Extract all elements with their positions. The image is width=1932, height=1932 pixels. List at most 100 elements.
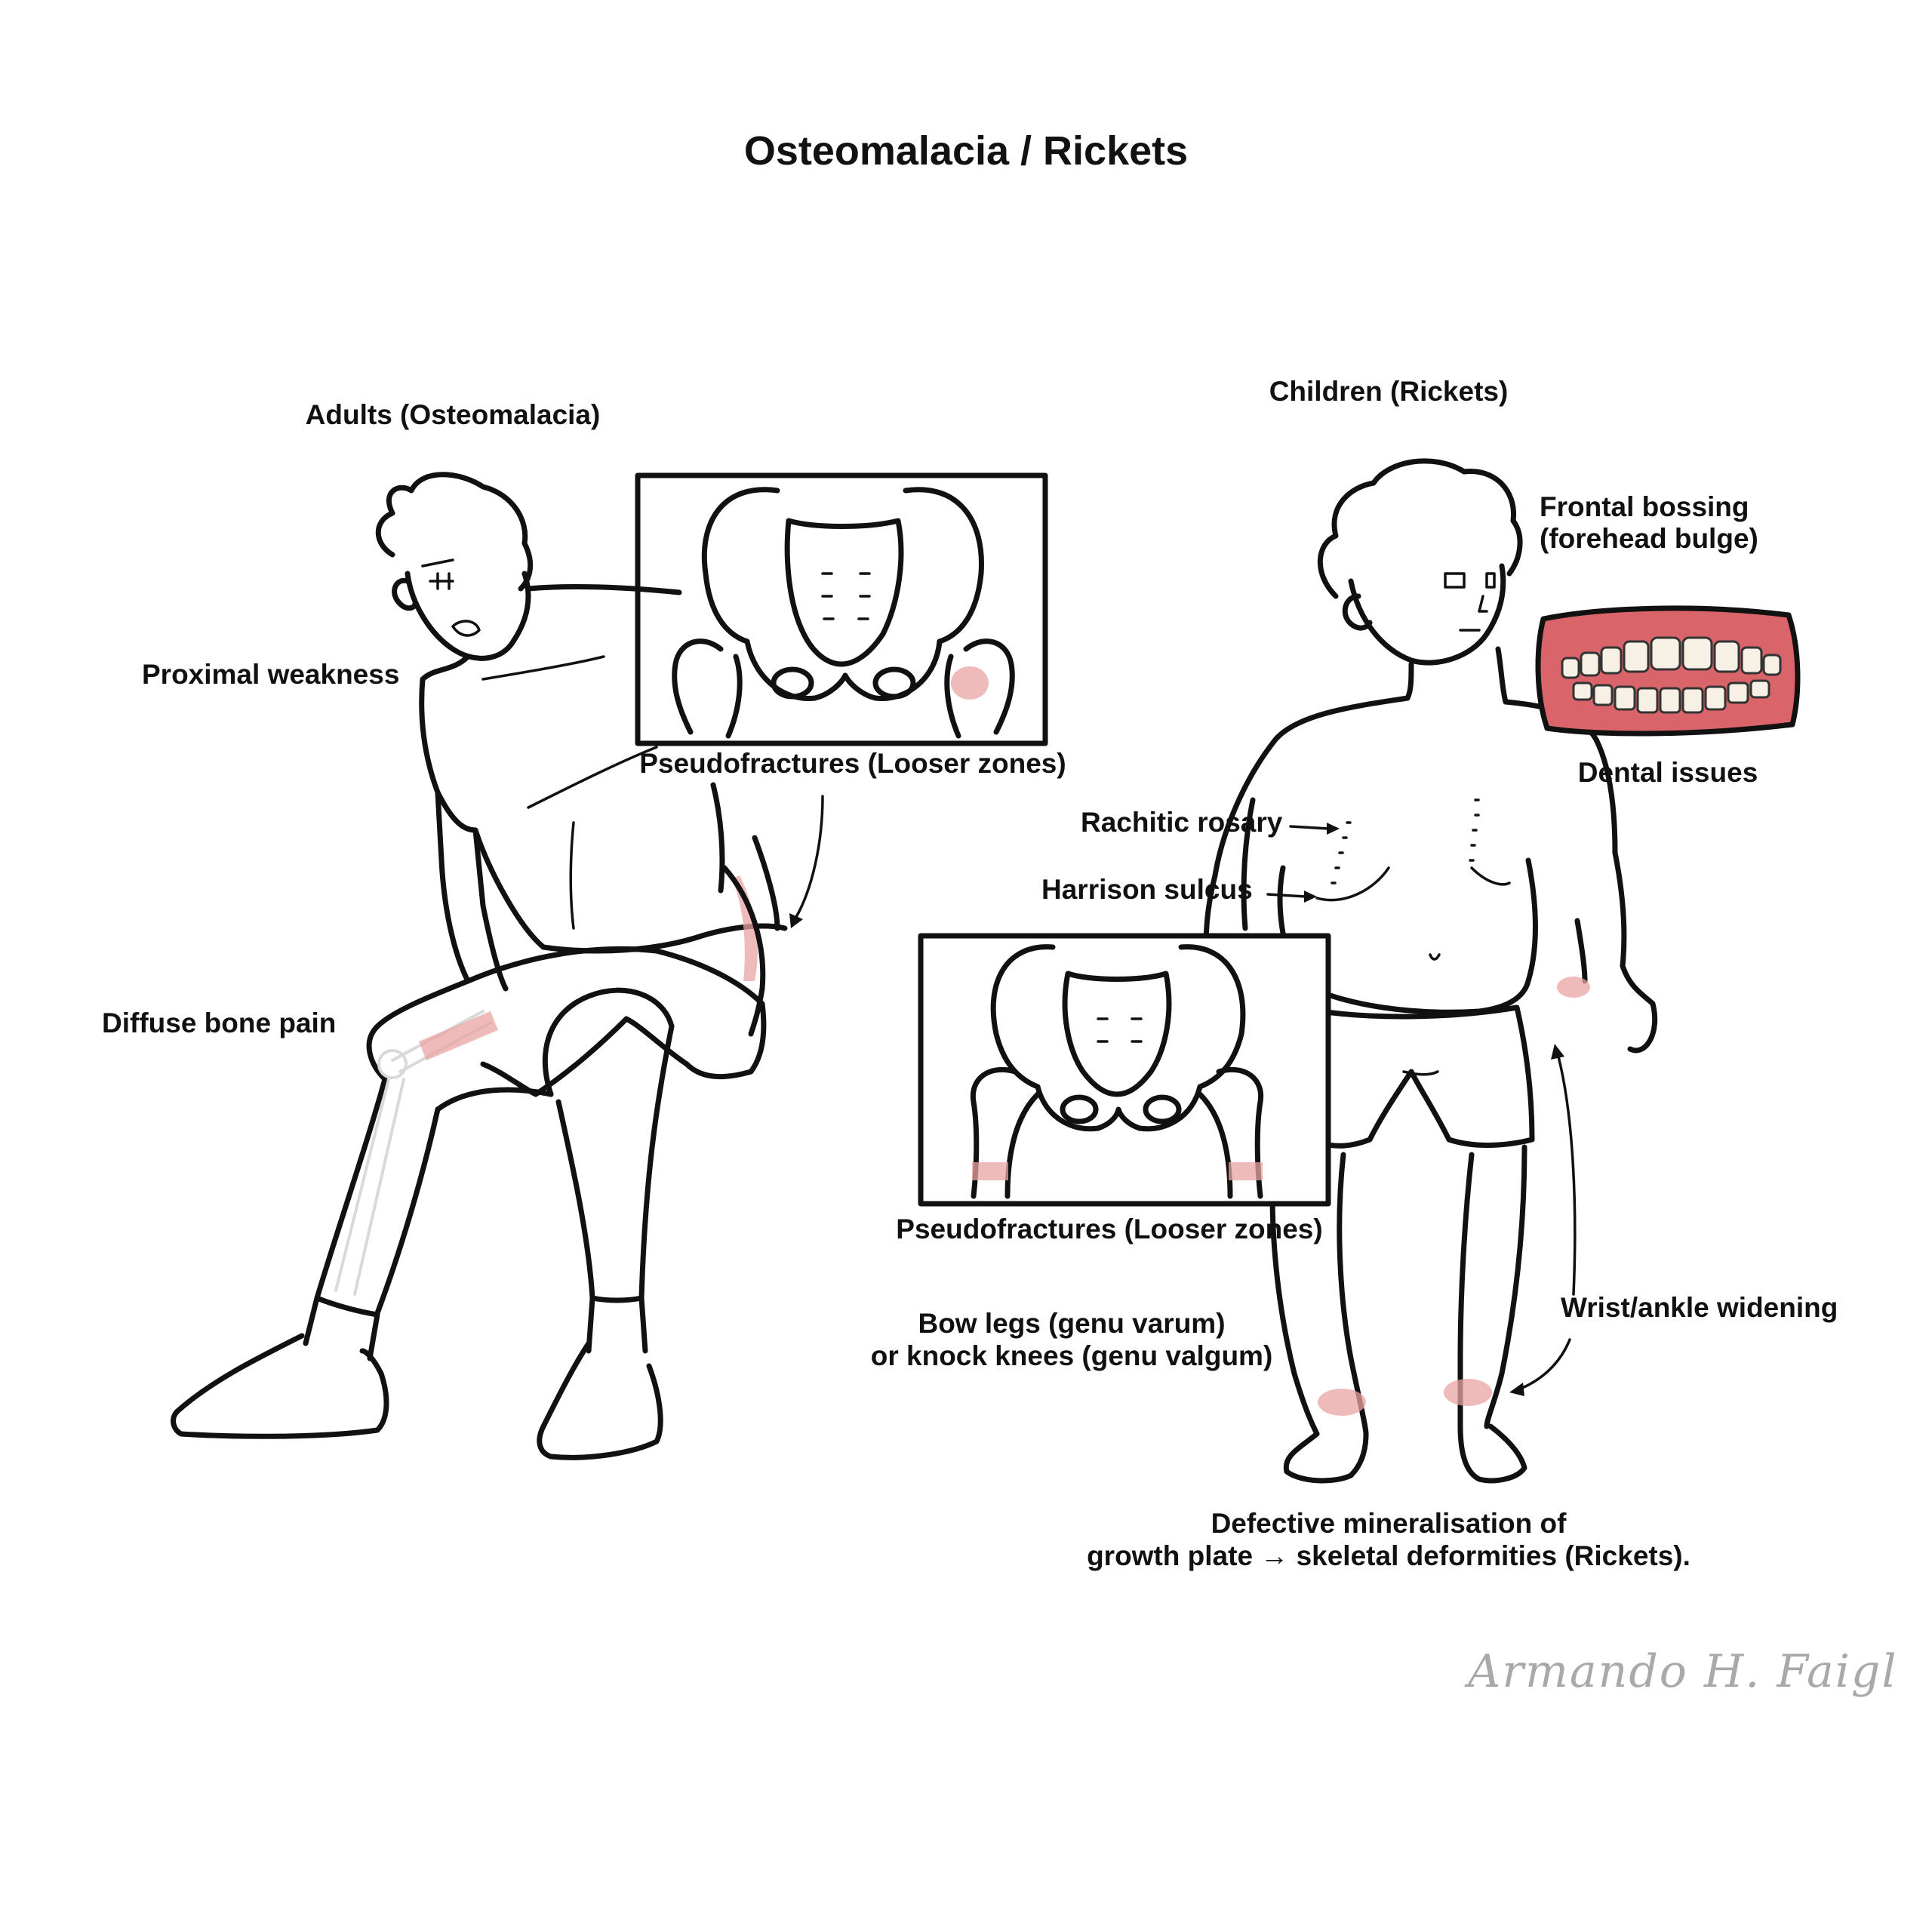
child-wrist-widening-mark — [1557, 977, 1590, 998]
diffuse-bone-pain-label: Diffuse bone pain — [102, 1008, 337, 1038]
child-leg-right — [1457, 1144, 1527, 1429]
frontal-bossing-label-line2: (forehead bulge) — [1540, 523, 1758, 554]
child-shorts-crotch — [1402, 1070, 1439, 1076]
lower-tooth — [1681, 687, 1704, 714]
upper-tooth — [1623, 640, 1650, 673]
lower-tooth — [1704, 685, 1727, 711]
child-ankle-right-mark — [1444, 1379, 1492, 1406]
adult-shoe-right — [537, 1340, 663, 1460]
adult-shirt-fold-2 — [527, 746, 658, 809]
adult-sacrum — [784, 518, 904, 667]
child-foot-right — [1457, 1423, 1527, 1484]
adult-shirt-fold-1 — [481, 655, 605, 681]
adult-thigh-left — [366, 978, 471, 1082]
adult-femur-head-left — [672, 638, 743, 739]
adult-pseudofractures-label: Pseudofractures (Looser zones) — [639, 748, 1066, 779]
defective-mineralisation-line2: growth plate → skeletal deformities (Ric… — [1087, 1540, 1690, 1571]
adult-tibia-bone — [334, 1078, 405, 1296]
bow-legs-label-line2: or knock knees (genu valgum) — [870, 1340, 1273, 1371]
child-sacrum — [1062, 971, 1172, 1097]
upper-tooth — [1600, 646, 1623, 675]
adult-pelvis-ilium-right — [903, 487, 984, 645]
child-navel — [1429, 953, 1441, 961]
child-sacral-foramina — [1097, 1017, 1143, 1043]
frontal-bossing-label-line1: Frontal bossing — [1540, 491, 1749, 522]
upper-tooth — [1740, 646, 1763, 675]
harrison-sulcus-label: Harrison sulcus — [1041, 874, 1253, 905]
adult-pelvis-pseudofracture-mark — [951, 666, 989, 700]
adult-shin-right — [555, 1023, 675, 1301]
child-harrison-groove-right — [1470, 866, 1511, 886]
adult-seat — [435, 1087, 554, 1112]
rachitic-rosary-arrow — [1289, 825, 1330, 830]
upper-teeth-row — [1561, 636, 1782, 679]
adult-face — [405, 571, 531, 661]
adult-pseudofracture-arrow — [795, 795, 824, 918]
upper-tooth — [1580, 651, 1601, 677]
harrison-sulcus-arrow — [1266, 893, 1307, 898]
upper-tooth — [1561, 657, 1580, 679]
adult-pelvis-frame — [635, 472, 1048, 746]
child-rosary-right — [1469, 798, 1480, 862]
wrist-widening-arrow — [1557, 1055, 1577, 1296]
adult-pelvis-ilium-left — [701, 487, 780, 645]
child-pelvis-inset — [918, 933, 1331, 1207]
child-hair — [1317, 458, 1523, 599]
ankle-widening-arrow — [1519, 1338, 1571, 1390]
wrist-widening-arrowhead — [1551, 1044, 1564, 1060]
adult-arm-right — [710, 782, 780, 931]
upper-tooth — [1650, 636, 1681, 671]
lower-teeth-row — [1572, 679, 1770, 714]
child-ear — [1342, 593, 1373, 631]
bow-legs-label-line1: Bow legs (genu varum) — [918, 1308, 1226, 1339]
adult-shorts — [465, 946, 767, 1097]
child-eye-left — [1444, 572, 1466, 589]
adult-eyebrow — [421, 558, 454, 568]
child-eye-right — [1485, 572, 1496, 589]
lower-tooth — [1572, 681, 1593, 701]
adult-eye-left — [429, 572, 454, 590]
adult-pelvis-inset — [635, 472, 1048, 746]
child-ankle-left-mark — [1318, 1389, 1366, 1416]
lower-tooth — [1592, 684, 1614, 706]
adult-sock-left — [303, 1295, 380, 1361]
adult-hip-outline — [721, 865, 766, 1037]
rachitic-rosary-label: Rachitic rosary — [1081, 807, 1283, 838]
adult-femur-head-right — [944, 638, 1015, 739]
adult-shoe-left — [171, 1333, 389, 1439]
rachitic-rosary-arrowhead — [1327, 823, 1340, 835]
child-foot-left — [1283, 1431, 1369, 1484]
child-nose — [1478, 595, 1488, 613]
lower-tooth — [1659, 687, 1681, 714]
child-pseudofractures-label: Pseudofractures (Looser zones) — [896, 1214, 1323, 1244]
child-obturator-left — [1060, 1094, 1099, 1124]
dental-issues-label: Dental issues — [1577, 757, 1758, 788]
adult-ear — [392, 577, 418, 611]
adult-hip-pain-mark — [732, 875, 758, 981]
lower-tooth — [1636, 687, 1659, 714]
child-arm-right — [1574, 850, 1658, 1054]
adult-figure — [171, 472, 788, 1460]
defective-mineralisation-line1: Defective mineralisation of — [1211, 1508, 1567, 1539]
adults-heading: Adults (Osteomalacia) — [305, 399, 601, 430]
adult-sock-right — [586, 1295, 648, 1354]
child-pelvis-ilium-left — [990, 944, 1056, 1090]
child-pseudofracture-mark-right — [1229, 1162, 1263, 1180]
adult-obturator-right — [872, 666, 916, 700]
artist-signature: Armando H. Faigl — [1468, 1645, 1898, 1698]
lower-tooth — [1749, 679, 1770, 699]
lower-tooth — [1614, 685, 1636, 711]
adult-shirt-fold-3 — [569, 821, 575, 930]
adult-hair — [375, 472, 534, 592]
adult-obturator-left — [771, 666, 814, 700]
child-pelvis-ilium-right — [1178, 944, 1246, 1090]
upper-tooth — [1713, 640, 1740, 673]
adult-arm-left — [435, 789, 509, 992]
lower-tooth — [1727, 681, 1749, 704]
diagram-title: Osteomalacia / Rickets — [743, 128, 1189, 174]
dental-illustration — [1535, 605, 1801, 737]
adult-pseudofracture-arrowhead — [789, 913, 803, 928]
proximal-weakness-label: Proximal weakness — [142, 659, 400, 690]
